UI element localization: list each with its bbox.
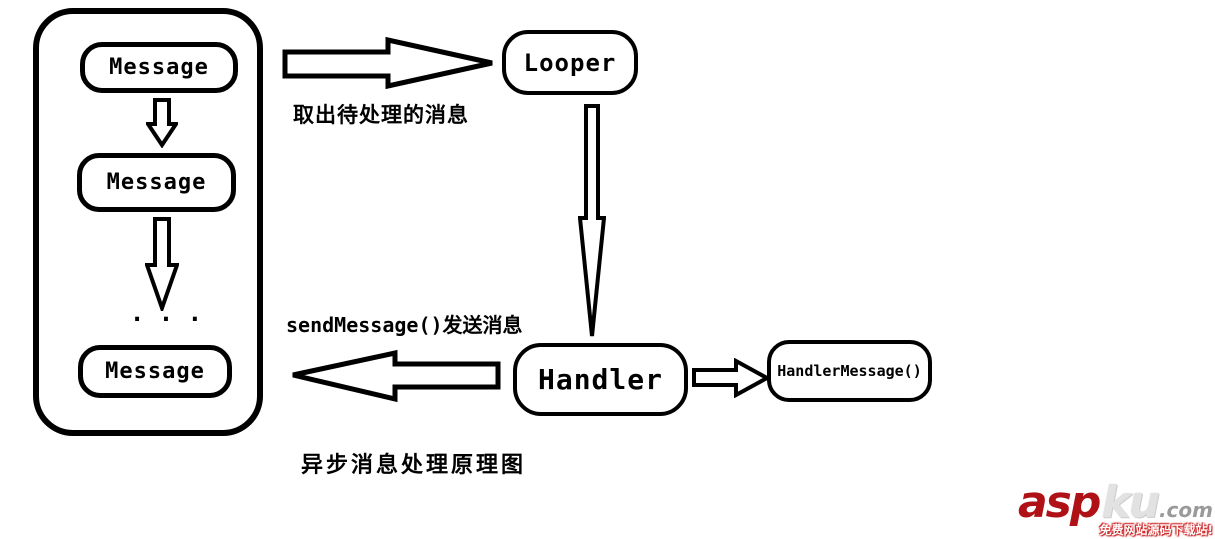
arrow-handler-to-handlermessage-icon bbox=[692, 358, 770, 398]
watermark-brand-tld: .com bbox=[1158, 498, 1213, 522]
handler-node-label: Handler bbox=[537, 363, 663, 396]
arrow-queue-to-looper-icon bbox=[282, 36, 493, 90]
diagram-caption: 异步消息处理原理图 bbox=[301, 453, 527, 478]
message-node-3-label: Message bbox=[105, 359, 205, 384]
arrow-looper-to-handler-icon bbox=[578, 104, 606, 337]
arrow-handler-to-queue-icon bbox=[292, 349, 501, 403]
message-node-1-label: Message bbox=[109, 55, 209, 80]
handler-message-node: HandlerMessage() bbox=[767, 340, 932, 402]
watermark-brand: asp ku .com bbox=[1018, 481, 1213, 525]
arrow-message1-to-message2-icon bbox=[146, 98, 178, 148]
looper-node-label: Looper bbox=[523, 48, 617, 77]
watermark-tagline: 免费网站源码下载站! bbox=[1099, 523, 1213, 537]
message-node-2-label: Message bbox=[106, 170, 207, 195]
looper-node: Looper bbox=[502, 30, 638, 95]
message-node-2: Message bbox=[77, 153, 236, 212]
message-node-3: Message bbox=[78, 345, 232, 398]
message-node-1: Message bbox=[80, 42, 238, 93]
watermark-logo: asp ku .com 免费网站源码下载站! bbox=[1018, 481, 1213, 538]
message-queue-ellipsis: . . . bbox=[129, 299, 203, 327]
watermark-brand-ku: ku bbox=[1101, 477, 1160, 528]
send-message-label: sendMessage()发送消息 bbox=[286, 313, 523, 337]
arrow-message2-to-ellipsis-icon bbox=[145, 217, 179, 311]
dequeue-label: 取出待处理的消息 bbox=[293, 103, 469, 127]
watermark-brand-asp: asp bbox=[1017, 477, 1101, 528]
handler-message-node-label: HandlerMessage() bbox=[777, 362, 922, 380]
handler-node: Handler bbox=[513, 343, 688, 416]
